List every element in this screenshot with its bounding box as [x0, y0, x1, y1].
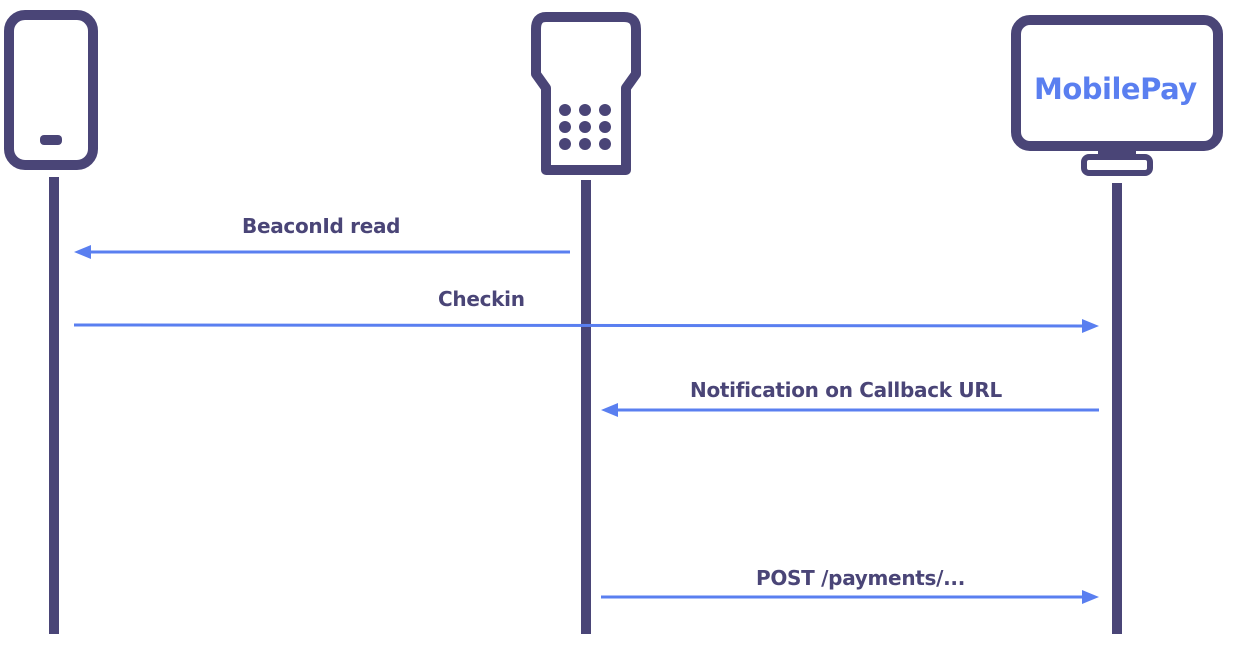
smartphone-icon [4, 10, 98, 170]
message-arrow-post [601, 590, 1099, 604]
payment-terminal-icon [531, 12, 641, 175]
monitor-icon [1011, 15, 1223, 176]
mobilepay-logo-text: MobilePay [1034, 72, 1197, 106]
message-arrow-checkin [73, 319, 1099, 333]
message-label-beacon: BeaconId read [242, 214, 401, 238]
message-label-checkin: Checkin [438, 287, 525, 311]
message-label-notification: Notification on Callback URL [690, 378, 1002, 402]
message-label-post: POST /payments/... [756, 566, 966, 590]
message-arrow-notification [601, 403, 1099, 417]
message-arrow-beacon [74, 245, 570, 259]
